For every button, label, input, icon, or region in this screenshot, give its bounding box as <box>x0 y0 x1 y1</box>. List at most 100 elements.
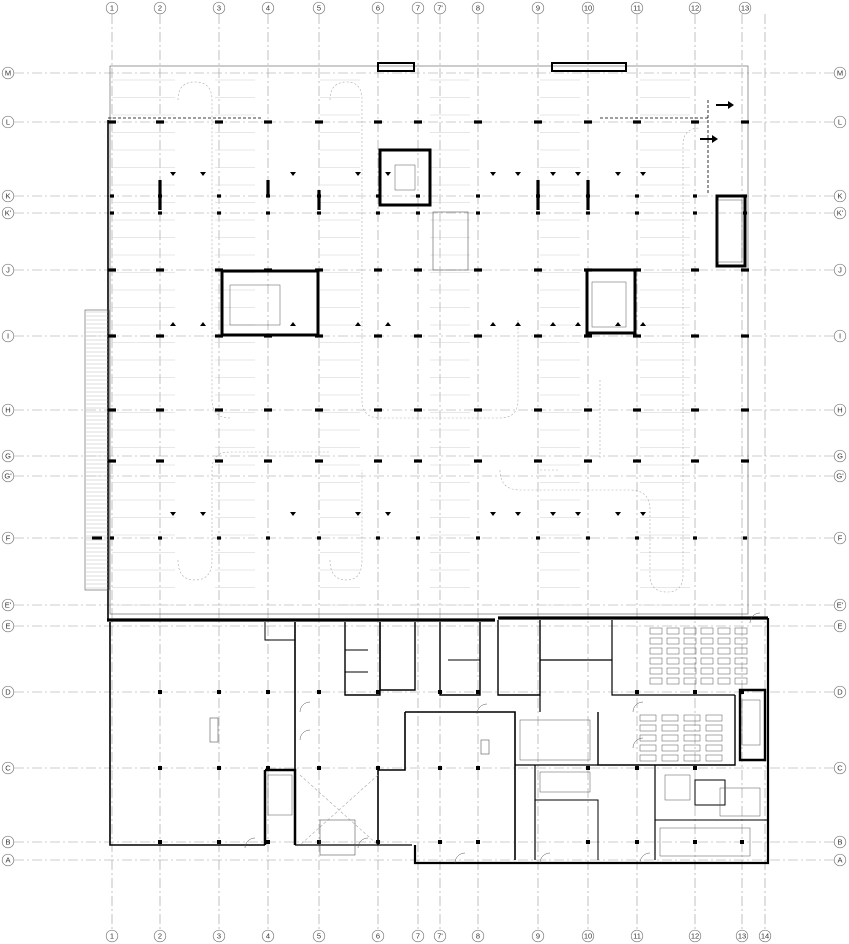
desk <box>683 714 701 722</box>
structural-column <box>474 268 482 272</box>
grid-bubble: 1 <box>105 1 119 15</box>
grid-bubble-label: C <box>837 764 843 773</box>
door-swing <box>357 837 369 849</box>
structural-column <box>416 536 420 540</box>
external-stair <box>84 309 110 591</box>
grid-bubble: 7 <box>411 1 425 15</box>
grid-bubble: E <box>833 619 847 633</box>
grid-bubble-label: I <box>7 332 9 341</box>
parking-outline <box>109 65 749 615</box>
desk <box>649 667 663 675</box>
grid-bubble-circle <box>1 403 15 417</box>
structural-column <box>536 211 540 215</box>
structural-column <box>217 690 221 694</box>
structural-column <box>536 180 540 210</box>
structural-column <box>584 268 592 272</box>
door-swing <box>299 701 311 713</box>
grid-bubble: 2 <box>153 929 167 943</box>
meeting-table <box>519 719 591 761</box>
desk <box>705 724 723 732</box>
grid-bubble: K' <box>1 206 15 220</box>
structural-column <box>374 408 382 412</box>
grid-bubble-label: 7 <box>416 4 420 13</box>
grid-bubble-circle <box>1 66 15 80</box>
structural-column <box>156 268 164 272</box>
drive-lane <box>329 470 363 581</box>
structural-column <box>266 690 270 694</box>
structural-column <box>741 334 749 338</box>
structural-column <box>635 690 639 694</box>
desk-group <box>719 787 761 817</box>
door-swing <box>299 729 311 741</box>
grid-bubble-circle <box>212 929 226 943</box>
lane-arrow <box>290 172 296 176</box>
lane-arrow <box>640 172 646 176</box>
grid-bubble-circle <box>833 329 847 343</box>
grid-bubble-circle <box>411 1 425 15</box>
grid-bubble-circle <box>371 1 385 15</box>
stair-treads <box>717 199 743 263</box>
structural-column <box>264 408 272 412</box>
structural-column <box>108 268 116 272</box>
structural-column <box>743 194 747 198</box>
grid-bubble-label: 1 <box>110 932 114 941</box>
lane-arrow <box>200 172 206 176</box>
structural-column <box>743 211 747 215</box>
grid-bubble-circle <box>105 929 119 943</box>
desk <box>649 677 663 685</box>
desk <box>734 667 748 675</box>
grid-bubble: H <box>833 403 847 417</box>
structural-column <box>108 334 116 338</box>
grid-bubble-circle <box>581 929 595 943</box>
lane-arrow <box>170 322 176 326</box>
grid-bubble: B <box>833 835 847 849</box>
grid-bubble-circle <box>1 206 15 220</box>
structural-column <box>158 690 162 694</box>
interior-details <box>209 101 761 864</box>
grid-bubble: F <box>833 531 847 545</box>
stair-wall <box>265 768 297 845</box>
grid-bubble: M <box>1 66 15 80</box>
grid-bubble-label: B <box>5 838 10 847</box>
structural-column <box>584 459 592 463</box>
grid-bubble-label: 13 <box>741 4 749 13</box>
grid-bubble: H <box>1 403 15 417</box>
grid-bubble-label: 6 <box>376 4 380 13</box>
structural-column <box>416 211 420 215</box>
structural-column <box>536 536 540 540</box>
desk <box>639 734 657 742</box>
structural-column <box>584 120 592 124</box>
structural-column <box>264 334 272 338</box>
grid-bubble-circle <box>1 598 15 612</box>
lane-arrow <box>515 512 521 516</box>
grid-bubble-circle <box>371 929 385 943</box>
structural-column <box>474 120 482 124</box>
grid-bubble-circle <box>1 619 15 633</box>
stair-treads <box>229 284 281 326</box>
lane-arrow <box>575 322 581 326</box>
lane-arrow <box>640 512 646 516</box>
lane-arrow <box>385 512 391 516</box>
lane-arrow <box>575 512 581 516</box>
structural-column <box>315 334 323 338</box>
structural-column <box>317 690 321 694</box>
structural-column <box>158 211 162 215</box>
desk <box>700 677 714 685</box>
grid-bubble-circle <box>833 206 847 220</box>
grid-bubble-circle <box>312 929 326 943</box>
grid-bubble: 5 <box>312 929 326 943</box>
structural-column <box>691 459 699 463</box>
grid-bubble: 10 <box>581 929 595 943</box>
grid-bubble: C <box>1 761 15 775</box>
grid-bubble: 2 <box>153 1 167 15</box>
grid-bubble: 1 <box>105 929 119 943</box>
grid-bubble-circle <box>1 115 15 129</box>
room-wall <box>439 622 481 696</box>
structural-column <box>158 766 162 770</box>
structural-column <box>474 408 482 412</box>
grid-bubble-circle <box>433 929 447 943</box>
direction-arrow <box>700 135 718 143</box>
structural-column <box>584 334 592 338</box>
structural-column <box>374 334 382 338</box>
